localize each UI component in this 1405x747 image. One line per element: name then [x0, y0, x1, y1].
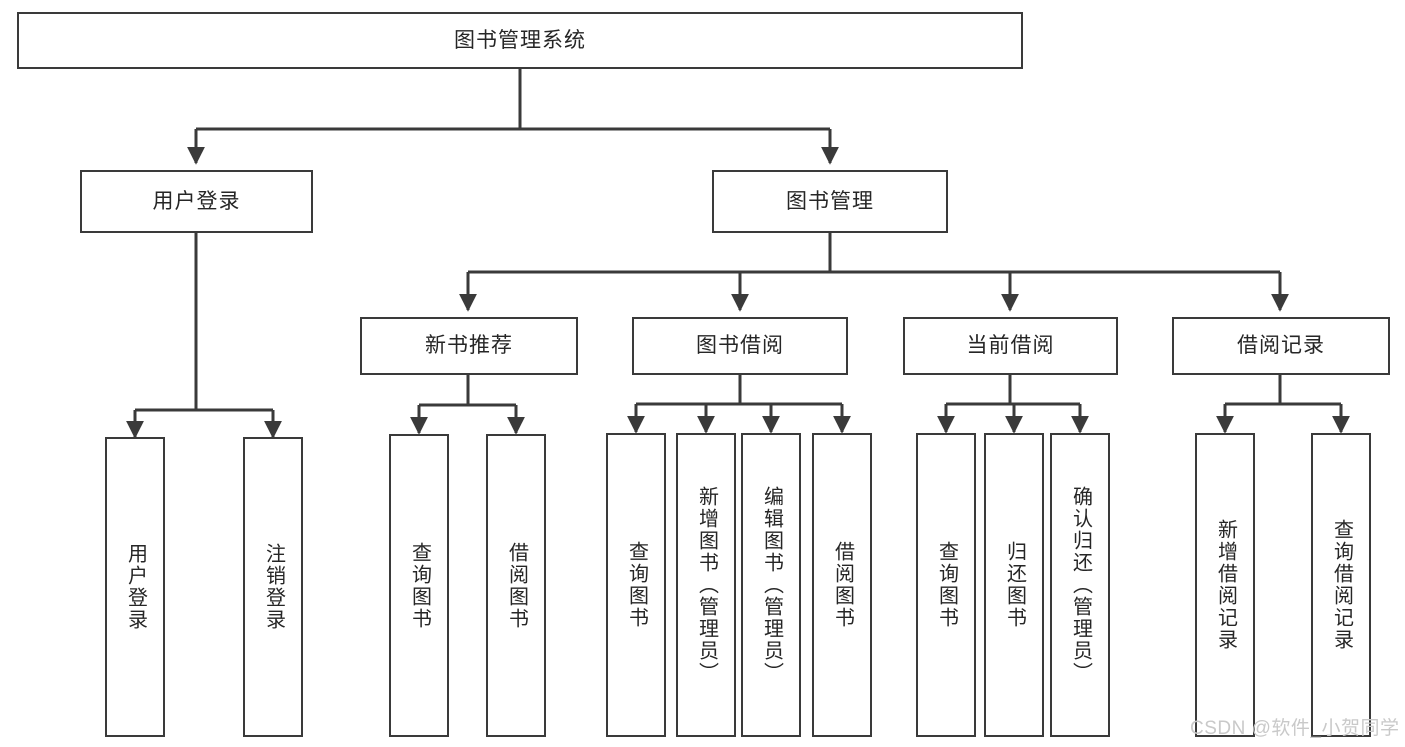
node-current-borrow[interactable]: 当前借阅 [903, 317, 1118, 375]
node-label: 图书借阅 [696, 334, 784, 358]
node-label: 用户登录 [152, 189, 241, 213]
leaf-new-book-borrow[interactable]: 借阅图书 [486, 434, 546, 737]
node-user-login[interactable]: 用户登录 [80, 170, 313, 233]
node-label: 查询图书 [625, 541, 648, 629]
leaf-user-login-login[interactable]: 用户登录 [105, 437, 165, 737]
node-label: 注销登录 [262, 543, 285, 631]
node-borrow-record[interactable]: 借阅记录 [1172, 317, 1390, 375]
leaf-borrow-record-add[interactable]: 新增借阅记录 [1195, 433, 1255, 737]
node-label: 确认归还（管理员） [1069, 486, 1092, 684]
node-label: 图书管理 [786, 189, 874, 213]
node-label: 借阅记录 [1237, 334, 1325, 358]
node-label: 查询图书 [408, 541, 431, 630]
node-label: 当前借阅 [966, 334, 1055, 358]
node-label: 图书管理系统 [454, 28, 586, 52]
node-label: 新书推荐 [425, 334, 513, 358]
node-label: 用户登录 [124, 543, 147, 631]
node-label: 借阅图书 [505, 541, 528, 630]
node-root-system[interactable]: 图书管理系统 [17, 12, 1023, 69]
node-book-borrow[interactable]: 图书借阅 [632, 317, 848, 375]
leaf-book-borrow-borrow[interactable]: 借阅图书 [812, 433, 872, 737]
node-label: 编辑图书（管理员） [760, 486, 783, 684]
node-label: 新增借阅记录 [1214, 519, 1237, 651]
leaf-borrow-record-query[interactable]: 查询借阅记录 [1311, 433, 1371, 737]
leaf-book-borrow-edit[interactable]: 编辑图书（管理员） [741, 433, 801, 737]
leaf-user-login-logout[interactable]: 注销登录 [243, 437, 303, 737]
node-label: 归还图书 [1003, 541, 1026, 629]
leaf-current-borrow-return[interactable]: 归还图书 [984, 433, 1044, 737]
node-new-book-recommend[interactable]: 新书推荐 [360, 317, 578, 375]
leaf-book-borrow-query[interactable]: 查询图书 [606, 433, 666, 737]
leaf-current-borrow-query[interactable]: 查询图书 [916, 433, 976, 737]
node-label: 借阅图书 [831, 541, 854, 629]
node-label: 查询借阅记录 [1330, 519, 1353, 651]
node-label: 查询图书 [935, 541, 958, 629]
leaf-current-borrow-confirm[interactable]: 确认归还（管理员） [1050, 433, 1110, 737]
node-book-management[interactable]: 图书管理 [712, 170, 948, 233]
node-label: 新增图书（管理员） [695, 486, 718, 684]
leaf-new-book-query[interactable]: 查询图书 [389, 434, 449, 737]
leaf-book-borrow-add[interactable]: 新增图书（管理员） [676, 433, 736, 737]
